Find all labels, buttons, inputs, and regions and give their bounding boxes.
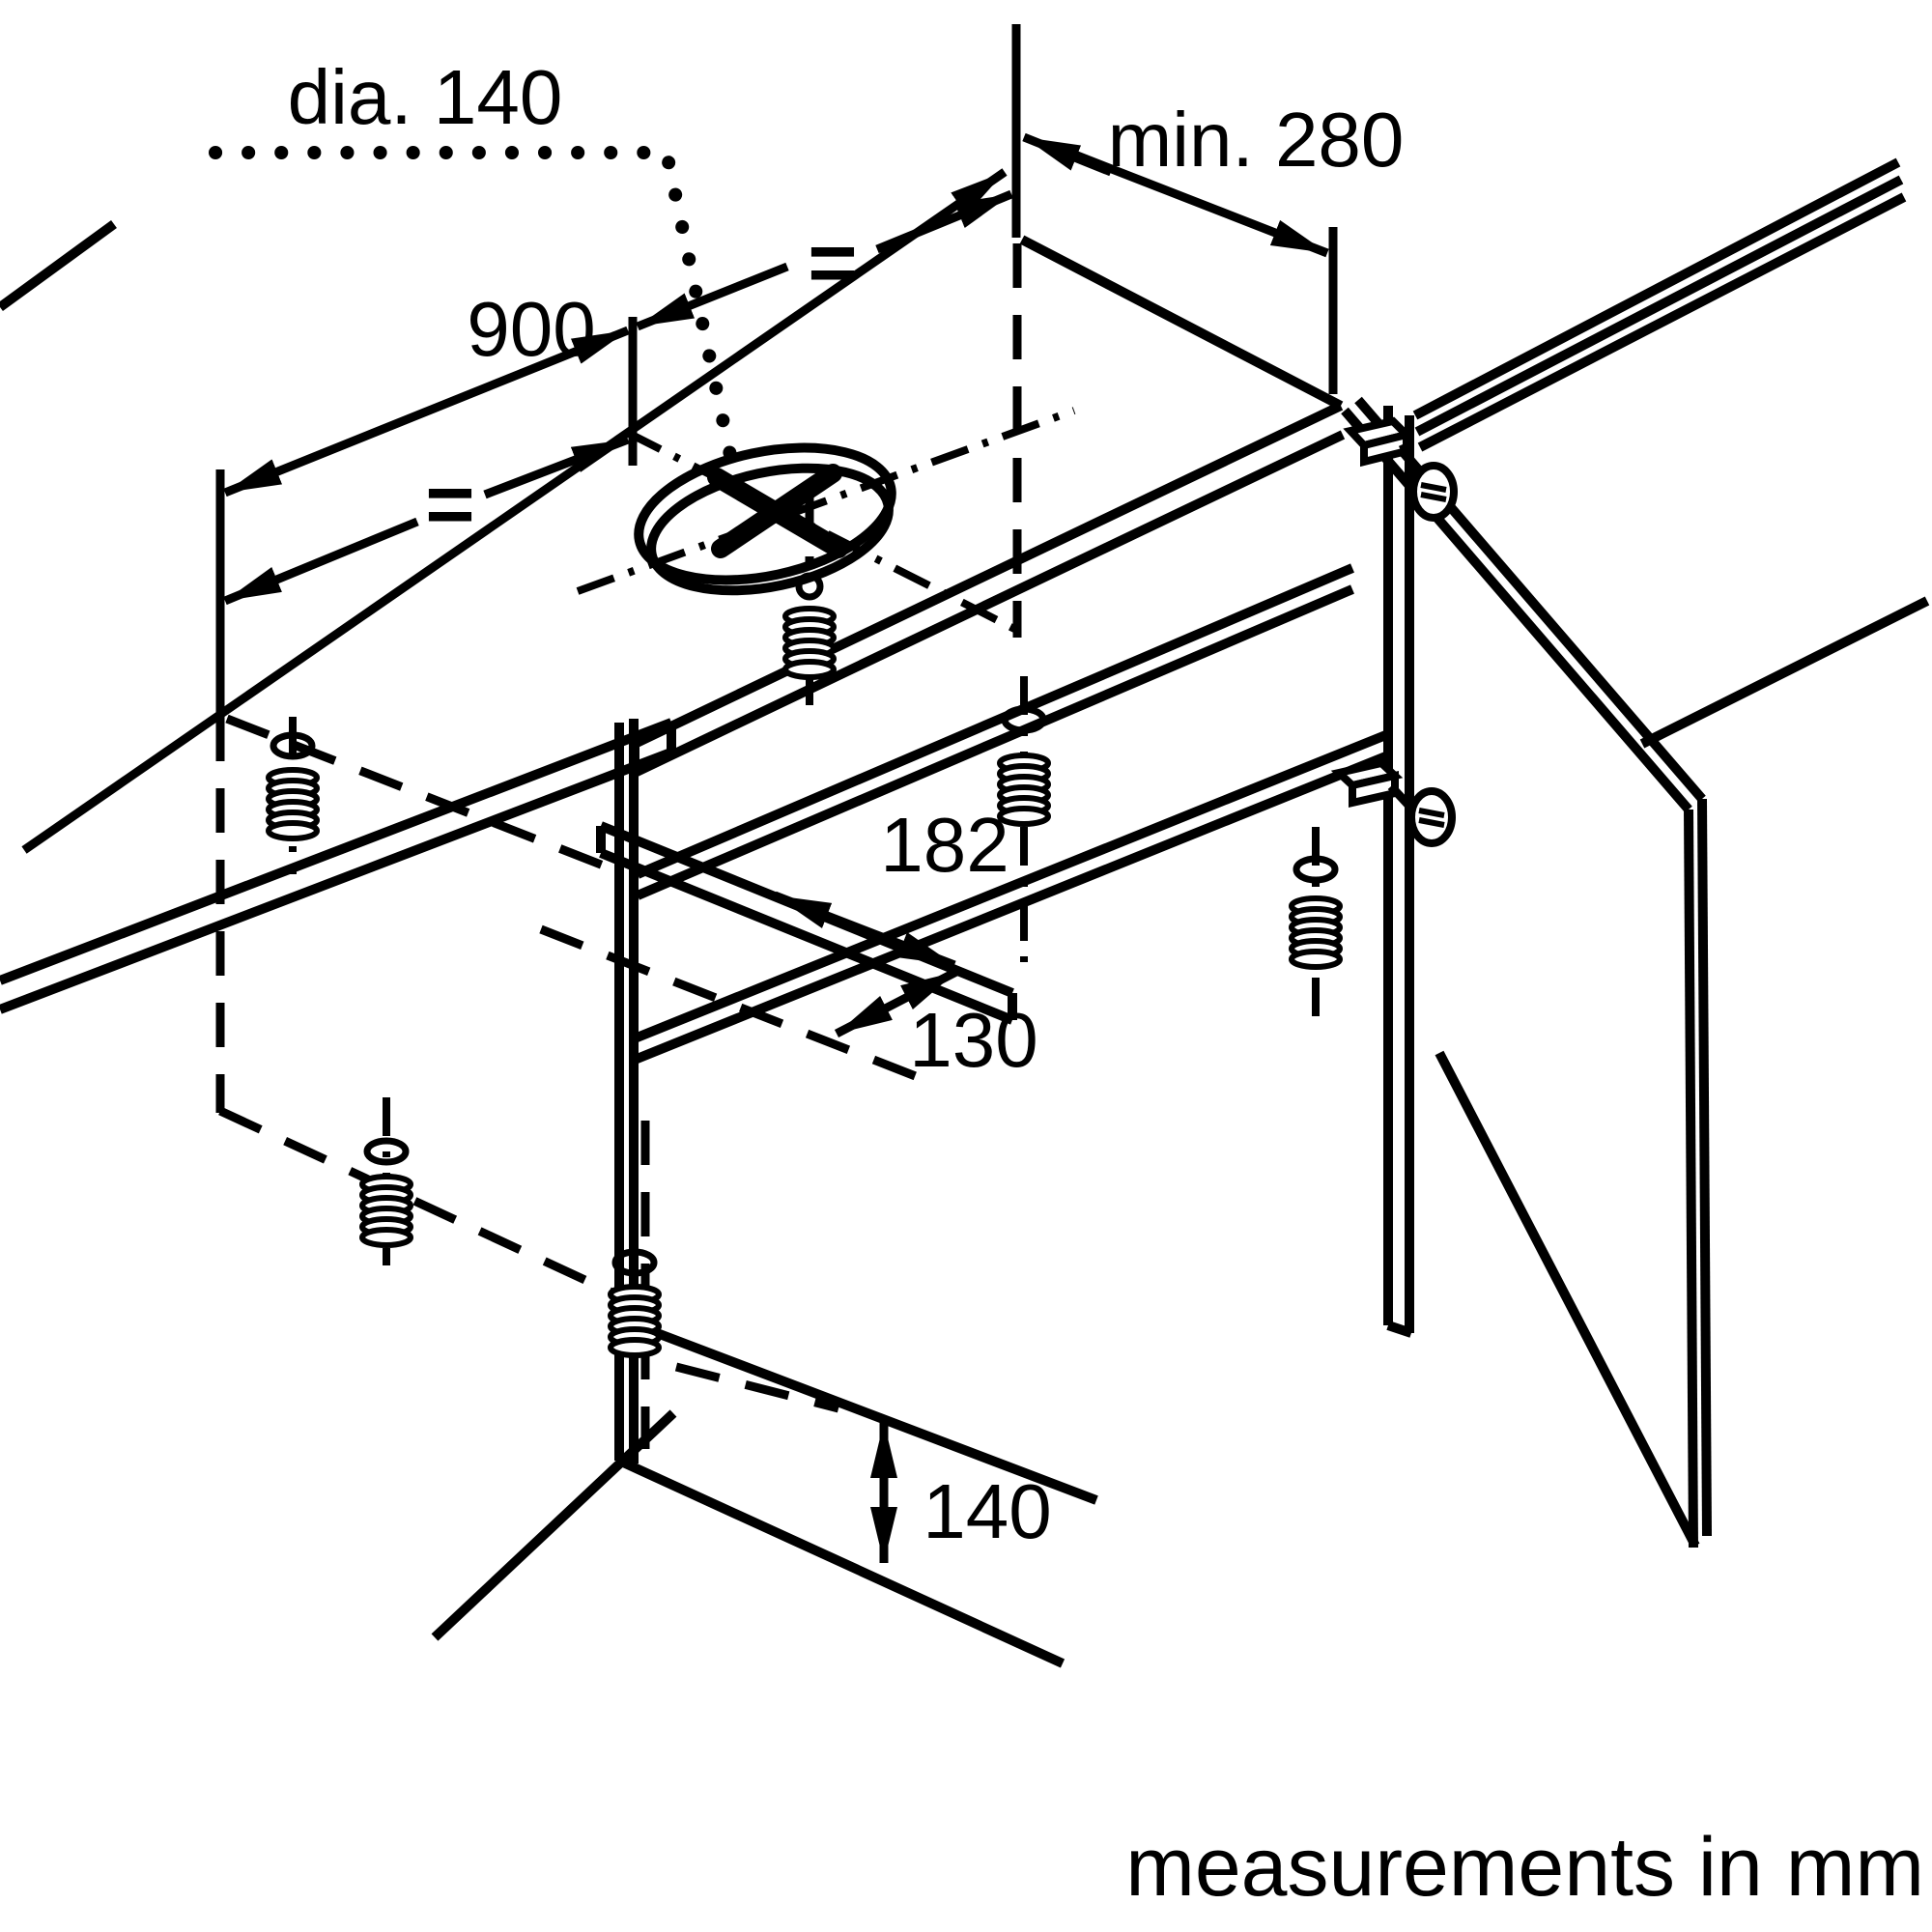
equal-right-label: = (808, 214, 857, 310)
bottom-edges (431, 1316, 1098, 1668)
hole-diameter-label: dia. 140 (288, 54, 563, 140)
dimension-182 (773, 891, 956, 970)
hinge-top (1343, 416, 1454, 518)
right-side-panel (1383, 406, 1414, 1338)
hinge-bottom (1330, 758, 1452, 843)
fixing-screw-left-upper (269, 717, 317, 874)
front-height-label: 140 (923, 1468, 1051, 1554)
wall-break-lines (0, 157, 1930, 854)
fixing-screw-left-lower (362, 1097, 411, 1265)
fixing-screw-right (1292, 827, 1340, 1026)
dimension-130 (834, 968, 959, 1037)
top-panel (0, 401, 1354, 1014)
dimension-900 (215, 189, 1013, 717)
fixing-screw-divider-bottom (611, 1213, 659, 1397)
min-clearance-label: min. 280 (1108, 97, 1405, 183)
door-panel (1341, 396, 1712, 1548)
equal-left-label: = (425, 456, 474, 552)
cutout-width-label: 182 (880, 802, 1009, 888)
fixing-screw-center (1000, 676, 1048, 971)
vent-hole-cutout (209, 146, 1076, 639)
fixing-screw-back-center (785, 485, 834, 717)
left-cabinet-hidden-outline (215, 243, 1022, 1299)
dimension-min-280 (1011, 24, 1338, 394)
hinge-top-screw-icon (1413, 466, 1454, 518)
cabinet-width-label: 900 (467, 286, 595, 372)
hinge-bottom-screw-icon (1411, 791, 1452, 843)
cutout-depth-label: 130 (909, 997, 1037, 1083)
units-footer: measurements in mm (1125, 1821, 1924, 1914)
